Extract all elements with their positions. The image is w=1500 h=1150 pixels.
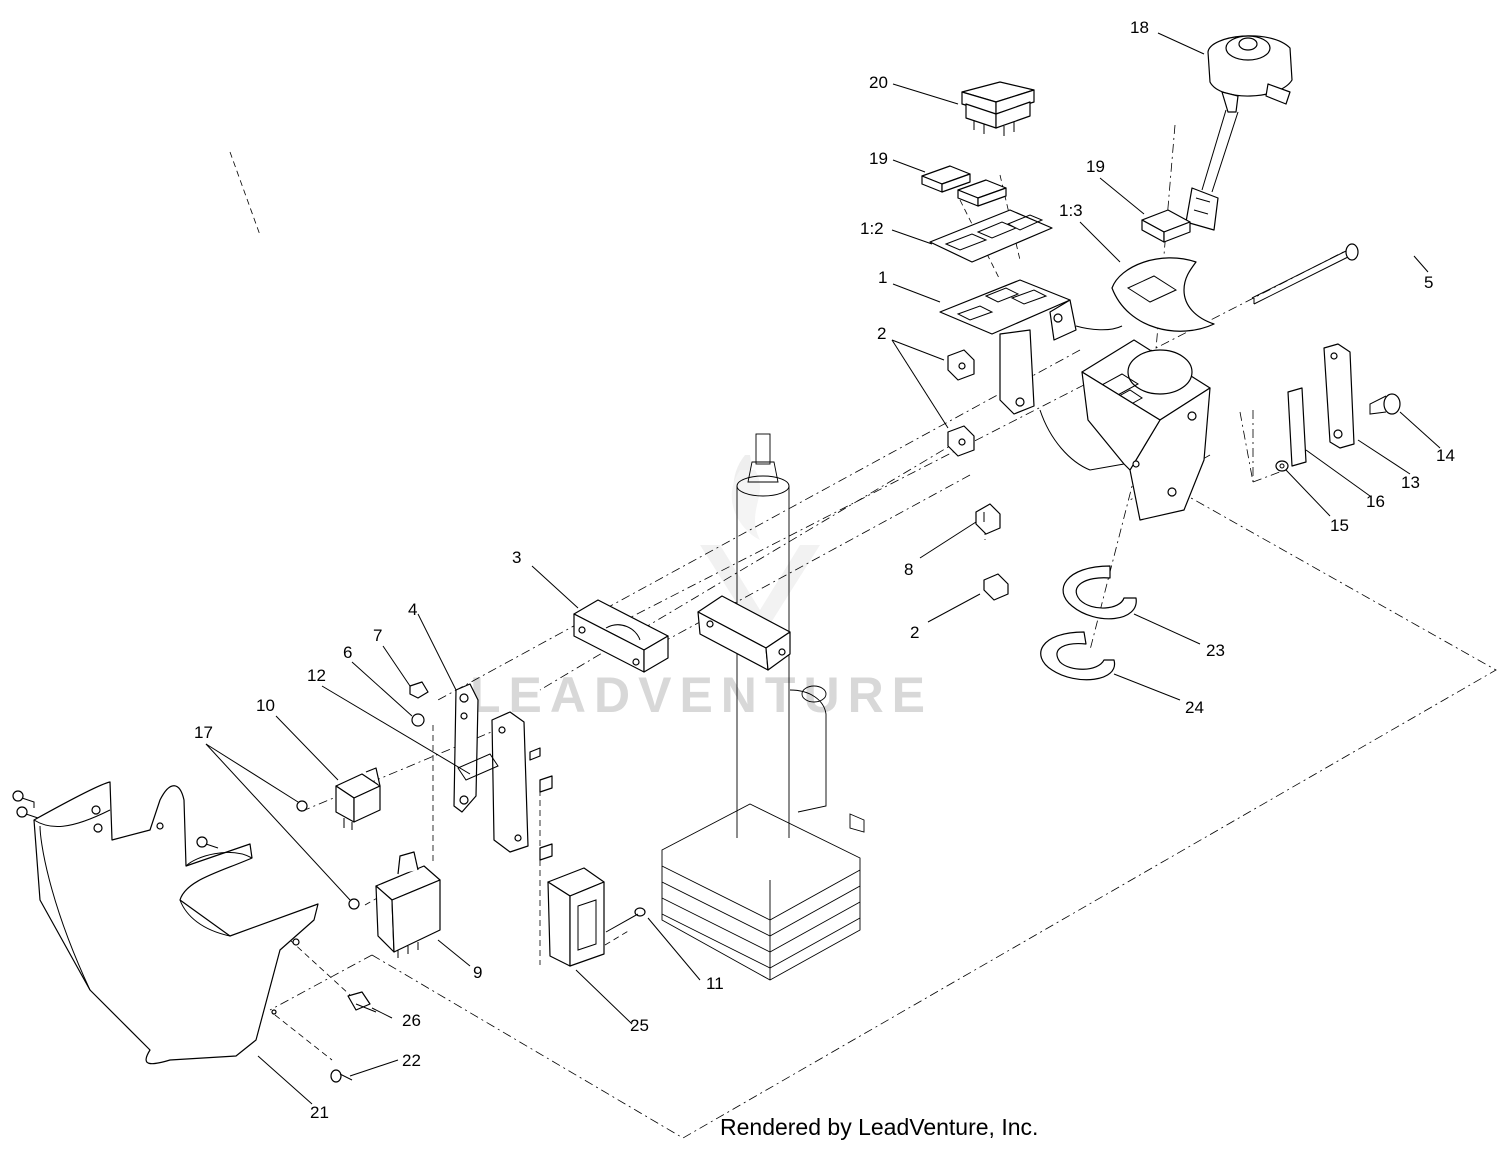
callout-17: 17	[194, 723, 213, 742]
switch-plug-cap-right	[1141, 209, 1191, 243]
leader-lines	[205, 32, 1441, 1105]
watermark-logo	[700, 455, 820, 640]
callout-7: 7	[373, 626, 382, 645]
callout-16: 16	[1366, 492, 1385, 511]
long-bolt	[1251, 243, 1359, 305]
relay-10	[335, 767, 381, 830]
screw-17-upper	[296, 800, 308, 812]
callout-3: 3	[512, 548, 521, 567]
callout-6: 6	[343, 643, 352, 662]
callout-11: 11	[706, 974, 724, 993]
callout-19-left: 19	[869, 149, 888, 168]
push-rivet-26	[347, 991, 377, 1013]
screw-17-lower	[348, 898, 360, 910]
relay-bracket-12	[457, 711, 553, 861]
callout-26: 26	[402, 1011, 421, 1030]
switch-plug-caps	[921, 165, 1007, 207]
module-9	[375, 851, 441, 958]
rocker-switch	[961, 81, 1035, 136]
callout-5: 5	[1424, 273, 1433, 292]
side-bracket-plate	[1323, 343, 1355, 449]
callout-13: 13	[1401, 473, 1420, 492]
callout-14: 14	[1436, 446, 1455, 465]
speed-nut-upper	[947, 349, 975, 457]
small-nut-7	[409, 681, 429, 699]
lower-shroud	[33, 781, 319, 1065]
split-ring-23	[1062, 565, 1137, 620]
callout-22: 22	[402, 1051, 421, 1070]
callout-19-right: 19	[1086, 157, 1105, 176]
callout-21: 21	[310, 1103, 329, 1122]
callout-2-upper: 2	[877, 324, 886, 343]
nut-6	[411, 713, 425, 727]
callout-9: 9	[473, 963, 482, 982]
ignition-switch	[1185, 35, 1293, 231]
decal-plate-1-2	[929, 209, 1053, 263]
callout-12: 12	[307, 666, 326, 685]
clamp-bracket-3	[573, 599, 669, 673]
assembly-lines	[229, 124, 1497, 1139]
callout-20: 20	[869, 73, 888, 92]
callout-15: 15	[1330, 516, 1349, 535]
callout-18: 18	[1130, 18, 1149, 37]
callout-8: 8	[904, 560, 913, 579]
clip-8	[975, 503, 1001, 535]
callout-2-lower: 2	[910, 623, 919, 642]
callout-25: 25	[630, 1016, 649, 1035]
watermark-text: LEADVENTURE	[470, 667, 933, 723]
callout-1-3: 1:3	[1059, 201, 1083, 220]
footer-credit: Rendered by LeadVenture, Inc.	[720, 1114, 1039, 1140]
bolt-22	[330, 1069, 353, 1083]
shoulder-bolt	[1369, 393, 1401, 415]
split-ring-24	[1040, 631, 1115, 681]
callout-23: 23	[1206, 641, 1225, 660]
column-clamp	[697, 595, 791, 671]
shroud-screws	[12, 790, 219, 849]
side-decal	[1287, 387, 1307, 467]
callout-1: 1	[878, 268, 887, 287]
mounting-plate-4	[453, 683, 479, 813]
callout-24: 24	[1185, 698, 1204, 717]
callout-10: 10	[256, 696, 275, 715]
callout-1-2: 1:2	[860, 219, 884, 238]
callout-labels: 20 18 19 19 1:2 1:3 1 5 2 14 13 16 15 8 …	[194, 18, 1455, 1122]
switch-25	[547, 867, 605, 967]
flat-washer	[1275, 460, 1289, 472]
callout-4: 4	[408, 600, 417, 619]
steering-column	[661, 433, 865, 981]
decal-1-3	[1111, 257, 1215, 332]
console-housing	[1039, 339, 1211, 521]
bolt-11	[605, 907, 646, 933]
console-bracket	[939, 279, 1123, 415]
speed-nut-lower	[983, 573, 1009, 601]
